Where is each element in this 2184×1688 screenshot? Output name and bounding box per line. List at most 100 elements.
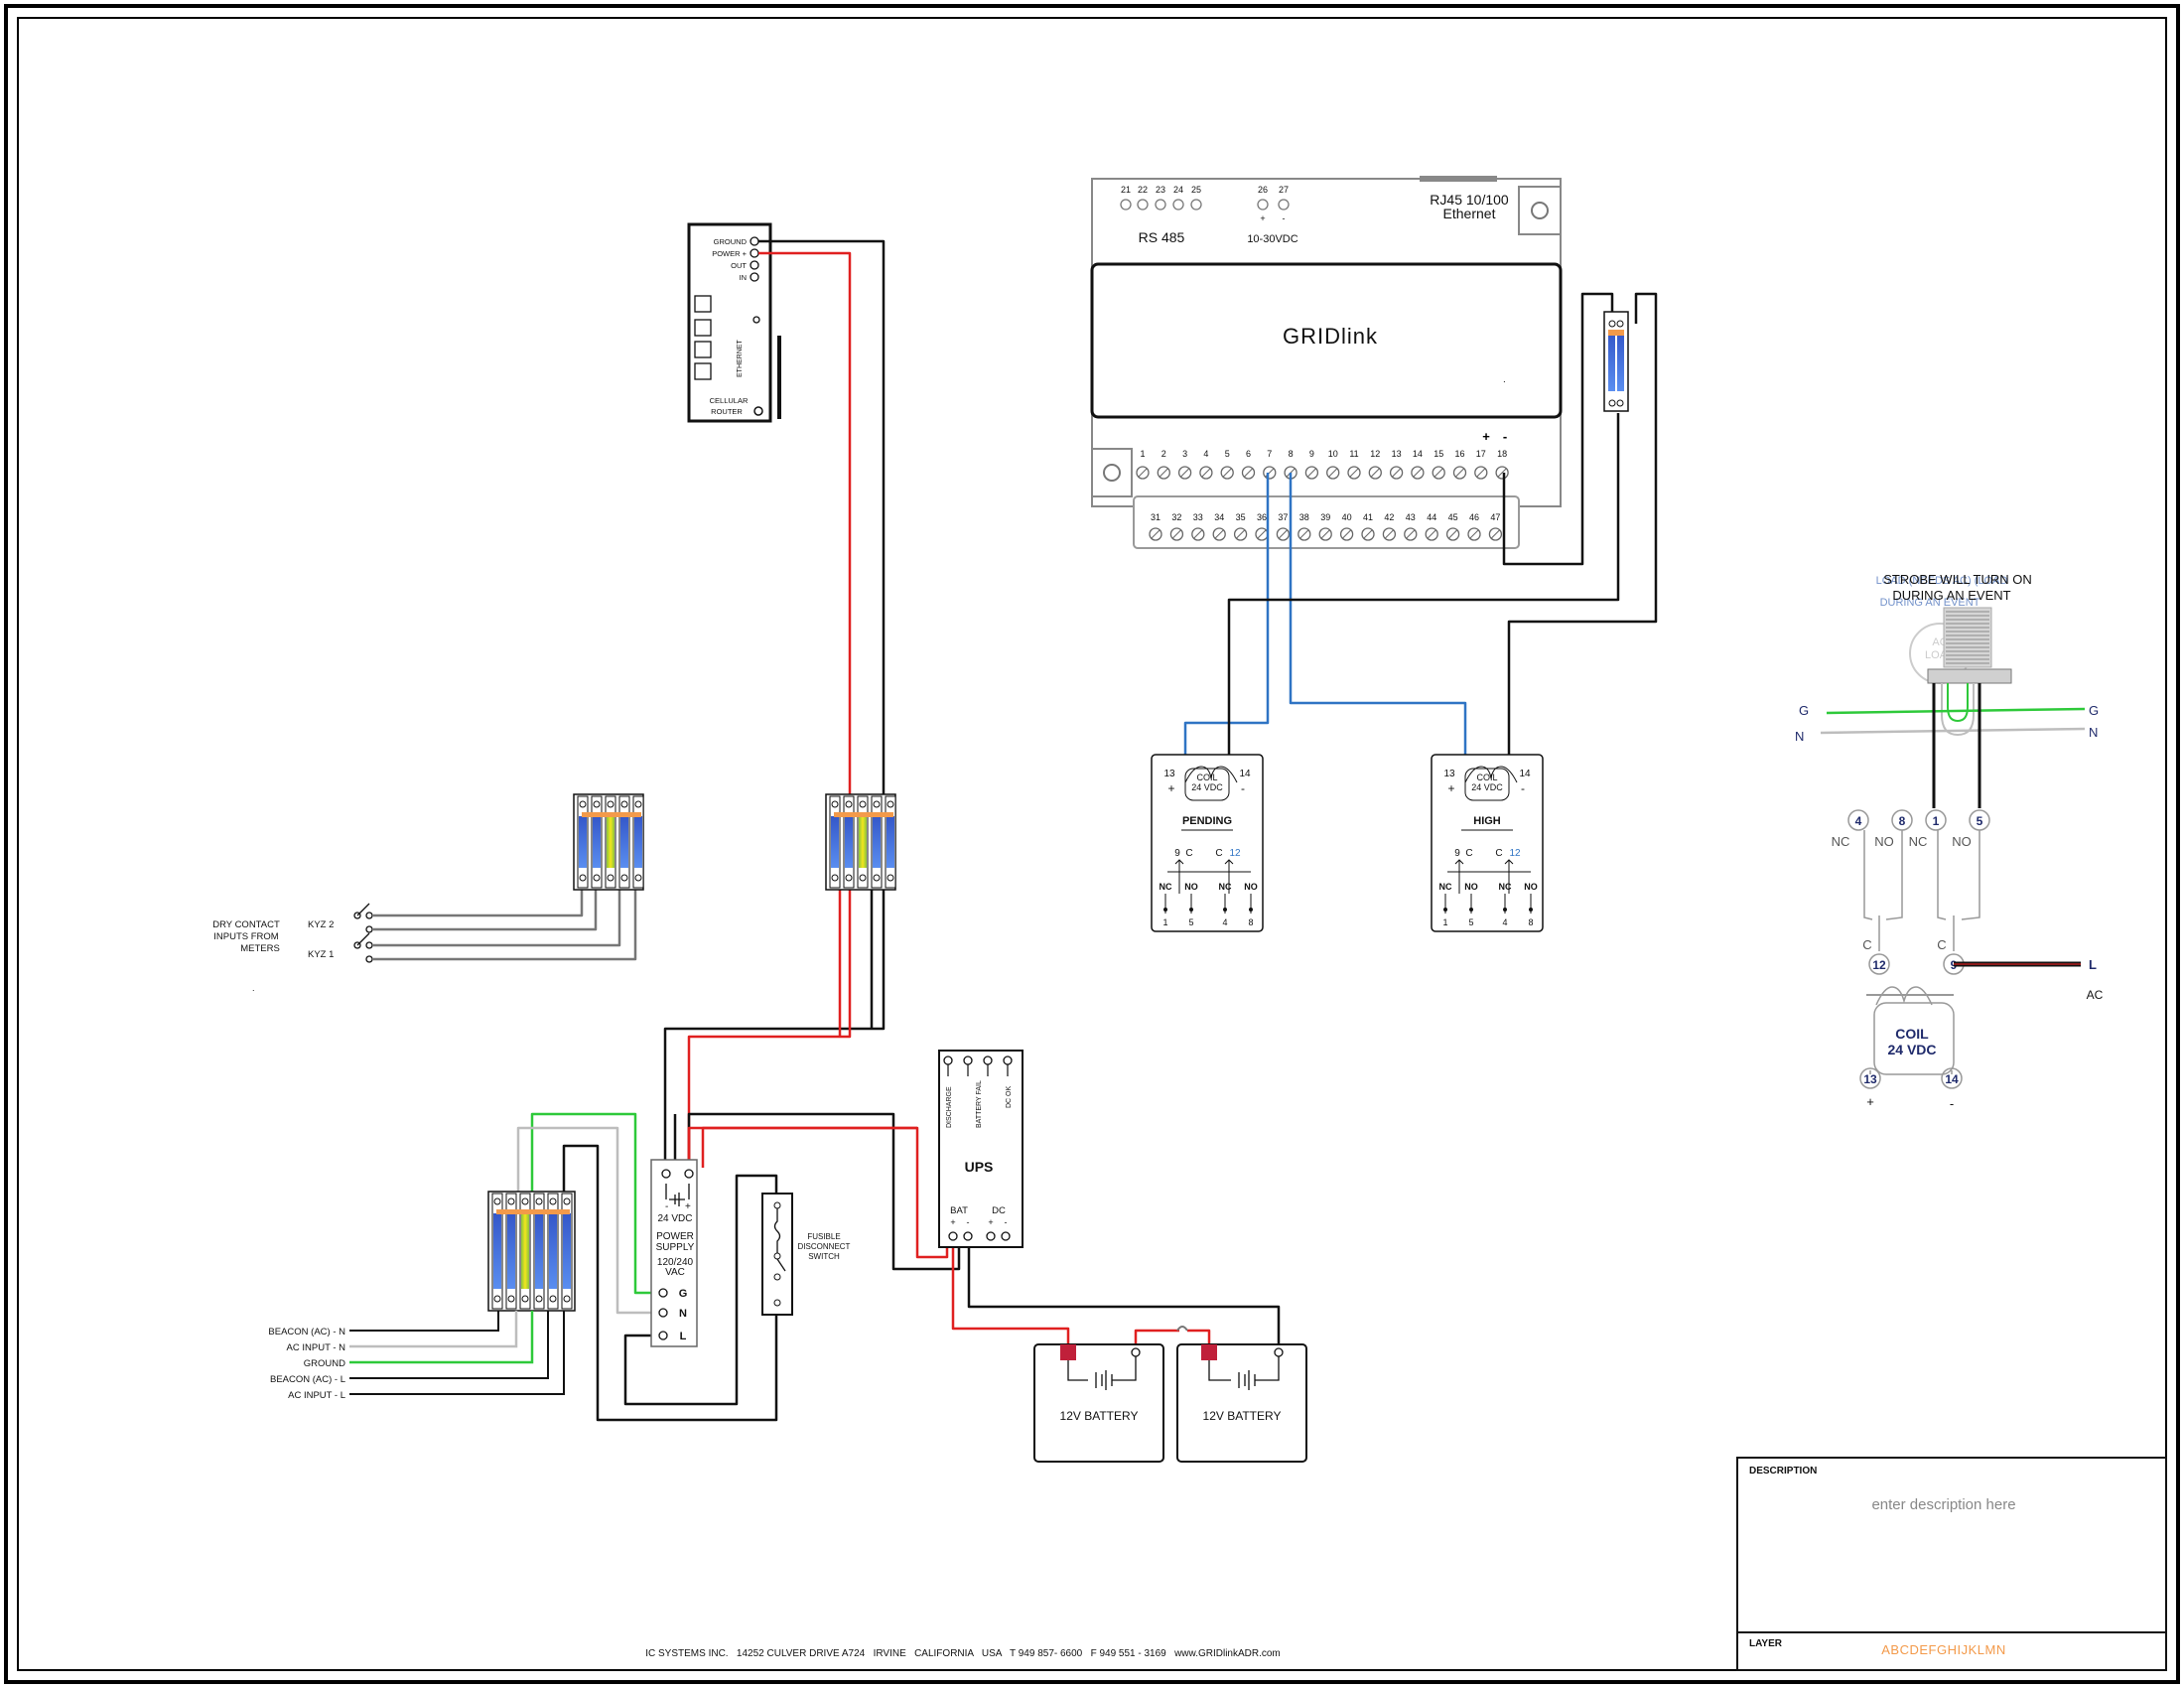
terminal-number: 13 <box>1392 449 1402 459</box>
screw-slot <box>1222 468 1232 478</box>
relay-no-label: NO <box>1244 882 1258 892</box>
relay-c_right-label: 12 <box>1229 848 1241 859</box>
screw-slot <box>1363 529 1373 539</box>
relay-pin-number: 8 <box>1528 917 1533 927</box>
meter-label: INPUTS FROM <box>213 931 279 942</box>
battery-1: 12V BATTERY <box>1033 1343 1164 1463</box>
top-terminal-number: 23 <box>1156 185 1165 195</box>
gridlink-logo: GRIDlink <box>1283 324 1378 349</box>
layer-label: LAYER <box>1749 1638 1783 1649</box>
screw-slot <box>1214 529 1224 539</box>
ps-terminal-g: G <box>679 1288 688 1300</box>
screw-slot <box>1180 468 1189 478</box>
terminal-number: 5 <box>1225 449 1230 459</box>
gridlink-t7-wire <box>1183 473 1270 765</box>
ups-status: DISCHARGE <box>946 1086 953 1128</box>
battery-label: 12V BATTERY <box>1060 1409 1139 1423</box>
screw-slot <box>1159 468 1168 478</box>
screw-slot <box>1320 529 1330 539</box>
terminal-number: 44 <box>1427 512 1436 522</box>
neutral-gray-wire <box>516 1126 659 1315</box>
battery-positive-terminal <box>1201 1344 1217 1360</box>
ps-plus: + <box>685 1201 691 1212</box>
ac-terminal-block <box>487 1191 576 1312</box>
screw-slot <box>1448 529 1457 539</box>
terminal-number: 16 <box>1454 449 1464 459</box>
relay-nc-label: NC <box>1439 882 1452 892</box>
strobe-coil-voltage: 24 VDC <box>1887 1042 1936 1057</box>
relay-coil-label: COIL <box>1476 773 1497 782</box>
top-terminal-number: 21 <box>1121 185 1131 195</box>
relay-t14-label: 14 <box>1519 769 1531 779</box>
screw-slot <box>1392 468 1401 478</box>
ps-minus-to-ups <box>687 1112 961 1271</box>
screw-slot <box>1151 529 1160 539</box>
rj45-label: RJ45 10/100 <box>1430 192 1509 208</box>
terminal-number: 35 <box>1236 512 1246 522</box>
ups-status: DC OK <box>1006 1086 1013 1109</box>
terminal-number: 43 <box>1406 512 1416 522</box>
terminal-number: 11 <box>1349 449 1358 459</box>
ghost-label: DURING AN EVENT <box>1880 597 1980 609</box>
relay-c-label: C <box>1185 848 1192 859</box>
description-text[interactable]: enter description here <box>1871 1496 2015 1513</box>
relay-pin-number: 4 <box>1502 917 1507 927</box>
terminal-number: 47 <box>1490 512 1500 522</box>
mount-tab-bottom <box>1091 448 1133 497</box>
strobe-relay-terminal[interactable] <box>1925 809 1947 831</box>
relay-pin-number: 4 <box>1222 917 1227 927</box>
relay-c-label: C <box>1215 848 1222 859</box>
top-terminal-number: 26 <box>1258 185 1268 195</box>
meter-terminal-block <box>573 793 644 891</box>
relay-minus-label: - <box>1521 781 1525 795</box>
ups-polarity: - <box>967 1217 970 1227</box>
router-power-wire <box>687 251 852 1168</box>
relay-c-label: C <box>1465 848 1472 859</box>
terminal-number: 1 <box>1140 449 1145 459</box>
strobe-coil-plus: + <box>1866 1094 1874 1109</box>
kyz1-wire-b <box>373 879 637 961</box>
screw-slot <box>1497 468 1507 478</box>
strobe-terminal-number: 8 <box>1899 814 1906 828</box>
ps-output: 24 VDC <box>657 1213 692 1224</box>
terminal-number: 33 <box>1193 512 1203 522</box>
screw-slot <box>1193 529 1203 539</box>
terminal-number: 32 <box>1171 512 1181 522</box>
kyz2-wire-a <box>373 879 584 917</box>
top-terminal-number: 25 <box>1191 185 1201 195</box>
ac-l-label: L <box>2089 957 2097 972</box>
relay-pending-14-wire <box>1227 413 1620 765</box>
router-terminal-label: GROUND <box>714 237 748 246</box>
strobe-relay-terminal[interactable] <box>1847 809 1869 831</box>
battery-2: 12V BATTERY <box>1176 1343 1307 1463</box>
footer-company-info: IC SYSTEMS INC. 14252 CULVER DRIVE A724 … <box>645 1648 1281 1659</box>
screw-slot <box>1201 468 1211 478</box>
terminal-number: 41 <box>1363 512 1373 522</box>
router-terminal-label: IN <box>740 273 748 282</box>
relay-t13-label: 13 <box>1443 769 1455 779</box>
ethernet-label: ETHERNET <box>737 340 744 377</box>
screw-slot <box>1342 529 1351 539</box>
strobe-coil-terminal[interactable] <box>1859 1067 1881 1089</box>
relay-minus-label: - <box>1241 781 1245 795</box>
ac-input-label: AC INPUT - N <box>287 1342 346 1353</box>
relay-t13-label: 13 <box>1163 769 1175 779</box>
strobe-contact-label: NO <box>1874 834 1894 849</box>
fusible-label: SWITCH <box>808 1252 840 1261</box>
screw-slot <box>1349 468 1359 478</box>
strobe-relay-terminal[interactable] <box>1868 953 1890 975</box>
ethernet-label: Ethernet <box>1443 206 1496 221</box>
terminal-minus: - <box>1503 429 1507 444</box>
ac-input-label: BEACON (AC) - L <box>270 1374 345 1385</box>
battery-label: 12V BATTERY <box>1203 1409 1282 1423</box>
kyz2-wire-b <box>373 879 598 931</box>
strobe-common-label: C <box>1862 937 1871 952</box>
strobe-terminal-number: 1 <box>1933 814 1940 828</box>
strobe-coil-minus: - <box>1950 1096 1954 1111</box>
relay-no-label: NO <box>1464 882 1478 892</box>
relay-coil_v-label: 24 VDC <box>1191 782 1223 792</box>
page-border <box>4 4 2180 1684</box>
terminal-number: 18 <box>1497 449 1507 459</box>
strobe-note: DURING AN EVENT <box>1892 588 2010 603</box>
